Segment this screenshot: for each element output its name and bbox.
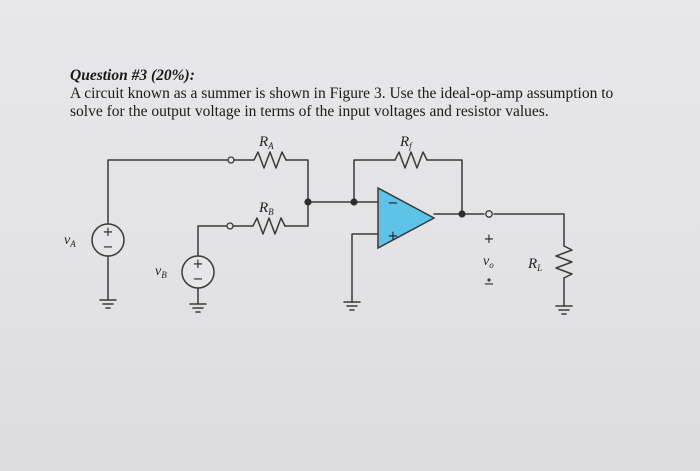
label-vo: vo — [483, 254, 494, 270]
va-plus-sign: + — [103, 225, 114, 240]
terminal-rb — [226, 222, 234, 230]
question-text-line-1: A circuit known as a summer is shown in … — [70, 85, 614, 102]
label-vb: vB — [155, 264, 167, 280]
ground-symbol-vb — [189, 303, 207, 313]
label-ra: RA — [258, 134, 274, 151]
question-title: Question #3 (20%): — [70, 67, 195, 84]
wire-vb-to-rb — [197, 225, 228, 257]
label-va: vA — [64, 233, 76, 249]
wire-feedback-right — [426, 159, 463, 215]
junction-summing-node — [304, 198, 312, 206]
opamp-inverting-sign: − — [388, 196, 399, 211]
wire-ra-to-node — [285, 159, 309, 203]
voltage-source-vb — [181, 255, 215, 289]
resistor-rf — [394, 151, 428, 169]
junction-output-node — [458, 210, 466, 218]
output-minus-sign: − — [484, 277, 495, 292]
label-rl: RL — [527, 256, 542, 273]
terminal-ra — [227, 156, 235, 164]
label-rb: RB — [258, 200, 274, 217]
wire-output-to-load — [493, 213, 565, 247]
resistor-ra — [253, 151, 287, 169]
resistor-rb — [252, 217, 286, 235]
va-minus-sign: − — [103, 240, 114, 255]
terminal-output-return — [487, 278, 491, 282]
ground-symbol-load — [555, 305, 573, 315]
question-text-line-2: solve for the output voltage in terms of… — [70, 103, 549, 120]
opamp-noninverting-sign: + — [388, 229, 399, 244]
wire-noninverting-to-ground — [351, 233, 379, 303]
wire-feedback-left — [353, 159, 396, 203]
question-block: Question #3 (20%): A circuit known as a … — [70, 66, 670, 121]
vb-minus-sign: − — [193, 272, 204, 287]
junction-feedback-node — [350, 198, 358, 206]
vb-plus-sign: + — [193, 257, 204, 272]
wire-va-to-ra — [107, 159, 229, 226]
resistor-rl — [555, 245, 573, 279]
wire-rb-to-node — [284, 201, 309, 227]
ground-symbol-opamp — [343, 301, 361, 311]
voltage-source-va — [91, 223, 125, 257]
op-amp — [377, 186, 436, 250]
output-plus-sign: + — [484, 232, 495, 247]
ground-symbol-va — [99, 299, 117, 309]
label-rf: Rf — [399, 134, 413, 151]
terminal-output — [485, 210, 493, 218]
